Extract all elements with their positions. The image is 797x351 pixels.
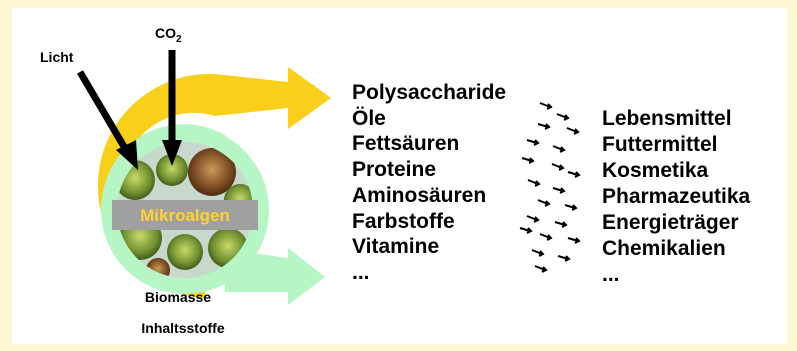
product-item: Pharmazeutika	[602, 185, 751, 208]
green-arrow-head	[288, 248, 325, 305]
compound-item: Öle	[352, 106, 386, 130]
algae-label-bar	[112, 200, 258, 230]
compound-item: Fettsäuren	[352, 132, 460, 156]
compound-item: Farbstoffe	[352, 209, 455, 233]
conversion-arrows	[519, 102, 581, 273]
product-item: Lebensmittel	[602, 107, 732, 130]
co2-arrow-head	[162, 140, 182, 166]
biomass-label: Biomasse	[145, 289, 211, 305]
product-item: Futtermittel	[602, 133, 718, 156]
light-label: Licht	[40, 49, 74, 65]
compounds-list: Polysaccharide Öle Fettsäuren Proteine A…	[352, 80, 506, 286]
product-item: ...	[602, 263, 620, 286]
light-arrow-head	[116, 140, 138, 170]
product-item: Energieträger	[602, 211, 739, 234]
light-arrow	[76, 70, 130, 152]
green-arrow-shaft	[225, 262, 295, 292]
compound-item: Vitamine	[352, 235, 440, 259]
compound-item: Proteine	[352, 158, 437, 182]
compound-item: Aminosäuren	[352, 183, 487, 207]
compound-item: ...	[352, 260, 370, 284]
product-item: Chemikalien	[602, 237, 726, 260]
compound-item: Polysaccharide	[352, 81, 507, 104]
product-item: Kosmetika	[602, 159, 709, 182]
algae-label: Mikroalgen	[140, 206, 230, 225]
products-list: Lebensmittel Futtermittel Kosmetika Phar…	[602, 106, 750, 288]
yellow-arrow-head	[288, 67, 331, 129]
ingredients-label: Inhaltsstoffe	[141, 320, 224, 336]
co2-label: CO2	[155, 25, 182, 45]
